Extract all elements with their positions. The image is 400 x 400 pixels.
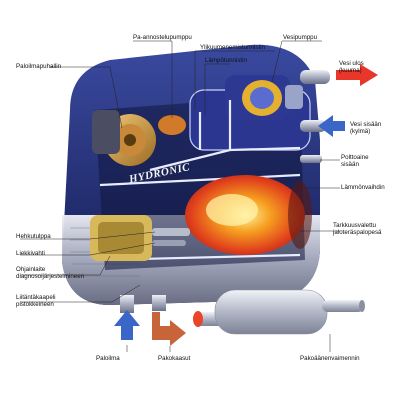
- label-water-in-line2: (kylmä): [350, 128, 371, 135]
- label-overheat-sensor: Ylikuumenemistunnistin: [200, 44, 265, 51]
- label-combustion-air: Paloilma: [96, 355, 120, 362]
- exhaust-outlet-pipe: [152, 295, 166, 311]
- label-combustion-chamber-line1: Tarkkuusvalettu: [333, 222, 376, 229]
- cold-water-in-arrow: [318, 115, 345, 137]
- label-water-pump: Vesipumppu: [283, 34, 318, 41]
- label-control-unit: Ohjainlaite diagnosoijärjestelmineen: [16, 266, 84, 280]
- label-control-unit-line1: Ohjainlaite: [16, 266, 46, 273]
- label-connection-cable: Liitäntäkaapeli pistokkeineen: [16, 294, 56, 308]
- exhaust-out-arrow: [152, 312, 186, 346]
- flame-core: [206, 194, 258, 226]
- water-outlet-pipe: [300, 70, 330, 84]
- air-inlet-pipe: [120, 295, 134, 313]
- label-temperature-sensor: Lämpötunnistin: [205, 57, 247, 64]
- label-water-in: Vesi sisään (kylmä): [350, 121, 381, 135]
- label-connection-cable-line2: pistokkeineen: [16, 301, 54, 308]
- label-fuel-in: Polttoaine sisään: [341, 154, 369, 168]
- label-combustion-fan: Paloilmapuhallin: [16, 63, 62, 70]
- glow-plug: [152, 228, 190, 236]
- label-flame-sensor: Liekkivahti: [16, 250, 45, 257]
- muffler-illustration: [193, 289, 365, 335]
- hot-water-out-arrow: [336, 64, 378, 86]
- label-combustion-chamber: Tarkkuusvalettu jaloteräspalopesä: [333, 222, 382, 236]
- label-fuel-in-line2: sisään: [341, 161, 359, 168]
- water-inlet-pipe: [300, 120, 326, 132]
- label-exhaust-silencer: Pakoäänenvaimennin: [300, 355, 360, 362]
- label-exhaust-gases: Pakokaasut: [158, 355, 191, 362]
- control-unit-illustration: [90, 215, 152, 261]
- label-connection-cable-line1: Liitäntäkaapeli: [16, 294, 56, 301]
- water-pump-illustration: [225, 75, 303, 120]
- label-water-in-line1: Vesi sisään: [350, 121, 382, 128]
- label-water-out: Vesi ulos (kuuma): [339, 60, 364, 74]
- leader-lines: [20, 40, 340, 352]
- fan-motor: [92, 110, 120, 154]
- label-dosing-pump: Pa-annostelupumppu: [133, 34, 192, 41]
- dosing-pump-coil: [158, 115, 186, 135]
- label-water-out-line1: Vesi ulos: [339, 60, 364, 67]
- air-in-arrow: [114, 310, 140, 340]
- label-water-out-line2: (kuuma): [339, 67, 362, 74]
- label-combustion-chamber-line2: jaloteräspalopesä: [333, 229, 382, 236]
- label-heat-exchanger: Lämmönvaihdin: [341, 184, 385, 191]
- label-fuel-in-line1: Polttoaine: [341, 154, 369, 161]
- flame-sensor: [152, 240, 186, 246]
- fuel-inlet-pipe: [300, 155, 322, 163]
- label-glow-plug: Hehkutulppa: [16, 233, 51, 240]
- label-control-unit-line2: diagnosoijärjestelmineen: [16, 273, 85, 280]
